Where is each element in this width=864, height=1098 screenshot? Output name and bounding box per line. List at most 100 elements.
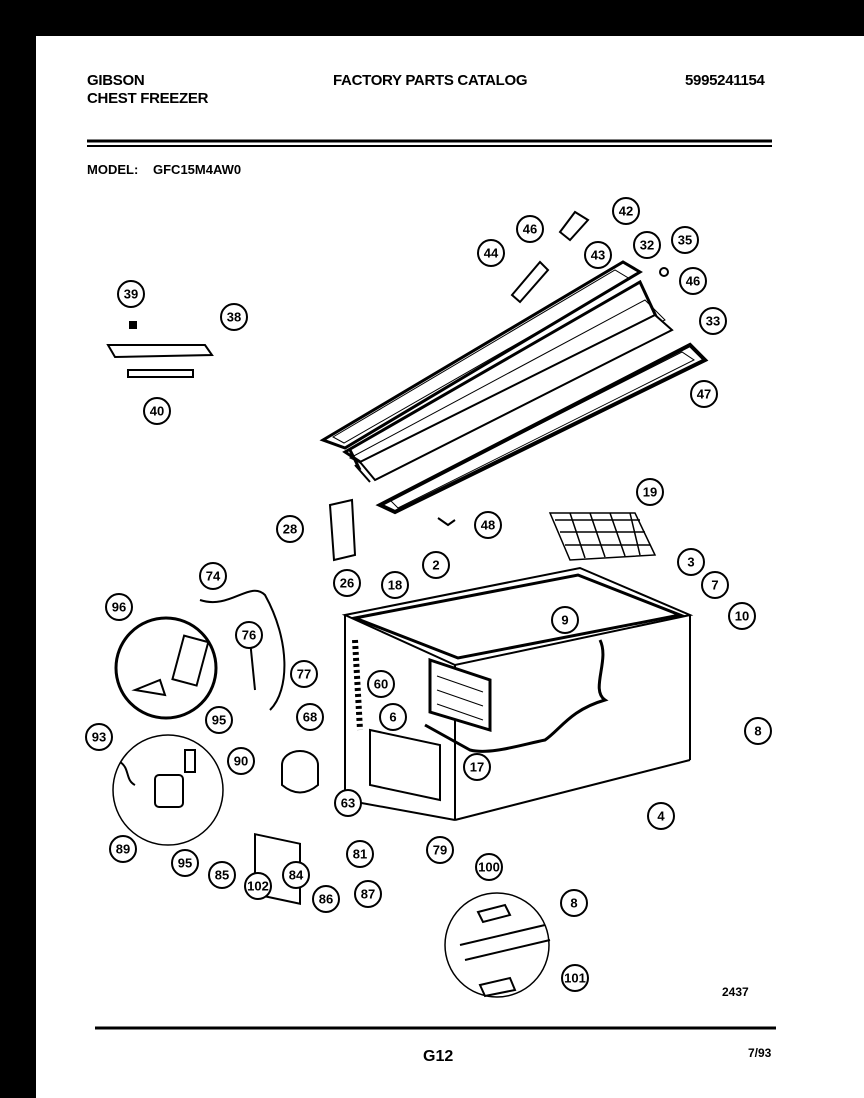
part-callout: 40 — [143, 397, 171, 425]
part-callout: 90 — [227, 747, 255, 775]
callout-number: 43 — [591, 248, 605, 263]
callout-number: 101 — [564, 971, 586, 986]
part-callout: 44 — [477, 239, 505, 267]
part-callout: 95 — [171, 849, 199, 877]
part-callout: 18 — [381, 571, 409, 599]
callout-number: 85 — [215, 868, 229, 883]
catalog-title: FACTORY PARTS CATALOG — [333, 72, 528, 89]
part-callout: 86 — [312, 885, 340, 913]
callout-circle — [381, 571, 409, 599]
lid-hinge-parts — [328, 210, 669, 562]
part-callout: 74 — [199, 562, 227, 590]
callout-number: 38 — [227, 310, 241, 325]
callout-circle — [474, 511, 502, 539]
callout-circle — [143, 397, 171, 425]
callout-circle — [561, 964, 589, 992]
part-callout: 9 — [551, 606, 579, 634]
callout-circle — [334, 789, 362, 817]
part-callout: 87 — [354, 880, 382, 908]
lid-assembly — [319, 260, 709, 515]
callout-circle — [477, 239, 505, 267]
callout-circle — [612, 197, 640, 225]
callout-circle — [671, 226, 699, 254]
part-callout: 63 — [334, 789, 362, 817]
wire-basket — [548, 512, 657, 561]
callout-circle — [516, 215, 544, 243]
page-number: G12 — [423, 1048, 454, 1065]
callout-circle — [636, 478, 664, 506]
model-label: MODEL: — [87, 162, 139, 177]
callout-number: 76 — [242, 628, 256, 643]
receptacle-parts — [131, 634, 210, 697]
callout-circle — [296, 703, 324, 731]
callout-circle — [333, 569, 361, 597]
callout-number: 28 — [283, 522, 297, 537]
callout-number: 8 — [570, 896, 577, 911]
callout-number: 89 — [116, 842, 130, 857]
part-callout: 95 — [205, 706, 233, 734]
part-callout: 81 — [346, 840, 374, 868]
callout-circle — [475, 853, 503, 881]
paper-sheet — [36, 36, 864, 1098]
part-callout: 43 — [584, 241, 612, 269]
callout-number: 60 — [374, 677, 388, 692]
part-callout: 19 — [636, 478, 664, 506]
callout-number: 96 — [112, 600, 126, 615]
callout-circle — [690, 380, 718, 408]
callout-circle — [379, 703, 407, 731]
part-callout: 77 — [290, 660, 318, 688]
part-callout: 60 — [367, 670, 395, 698]
callout-number: 19 — [643, 485, 657, 500]
callout-number: 74 — [206, 569, 221, 584]
callout-number: 81 — [353, 847, 367, 862]
callout-number: 95 — [212, 713, 226, 728]
callout-number: 100 — [478, 860, 500, 875]
callout-circle — [584, 241, 612, 269]
callout-number: 44 — [484, 246, 499, 261]
product-name: CHEST FREEZER — [87, 90, 209, 107]
part-callout: 35 — [671, 226, 699, 254]
part-callout: 48 — [474, 511, 502, 539]
callout-circle — [244, 872, 272, 900]
part-callout: 42 — [612, 197, 640, 225]
callout-circle — [354, 880, 382, 908]
relay-parts — [119, 749, 196, 808]
part-callout: 79 — [426, 836, 454, 864]
part-callout: 8 — [560, 889, 588, 917]
callout-circle — [346, 840, 374, 868]
part-callout: 46 — [516, 215, 544, 243]
callout-circle — [276, 515, 304, 543]
callout-number: 84 — [289, 868, 304, 883]
callout-number: 9 — [561, 613, 568, 628]
callout-circle — [551, 606, 579, 634]
callout-number: 32 — [640, 238, 654, 253]
light-lens — [106, 321, 214, 378]
part-callout: 85 — [208, 861, 236, 889]
callout-number: 6 — [389, 710, 396, 725]
brand-name: GIBSON — [87, 72, 145, 89]
part-callout: 4 — [647, 802, 675, 830]
callout-circle — [633, 231, 661, 259]
callout-number: 87 — [361, 887, 375, 902]
callout-circle — [85, 723, 113, 751]
callout-circle — [312, 885, 340, 913]
callout-number: 18 — [388, 578, 402, 593]
part-callout: 33 — [699, 307, 727, 335]
part-callout: 101 — [561, 964, 589, 992]
part-callout: 93 — [85, 723, 113, 751]
callout-circle — [679, 267, 707, 295]
callout-circle — [744, 717, 772, 745]
part-callout: 38 — [220, 303, 248, 331]
callout-number: 3 — [687, 555, 694, 570]
callout-number: 63 — [341, 796, 355, 811]
callout-number: 40 — [150, 404, 164, 419]
callout-number: 90 — [234, 754, 248, 769]
part-callout: 28 — [276, 515, 304, 543]
callout-circle — [647, 802, 675, 830]
part-callout: 100 — [475, 853, 503, 881]
part-callout: 47 — [690, 380, 718, 408]
callout-circle — [367, 670, 395, 698]
callout-circle — [677, 548, 705, 576]
